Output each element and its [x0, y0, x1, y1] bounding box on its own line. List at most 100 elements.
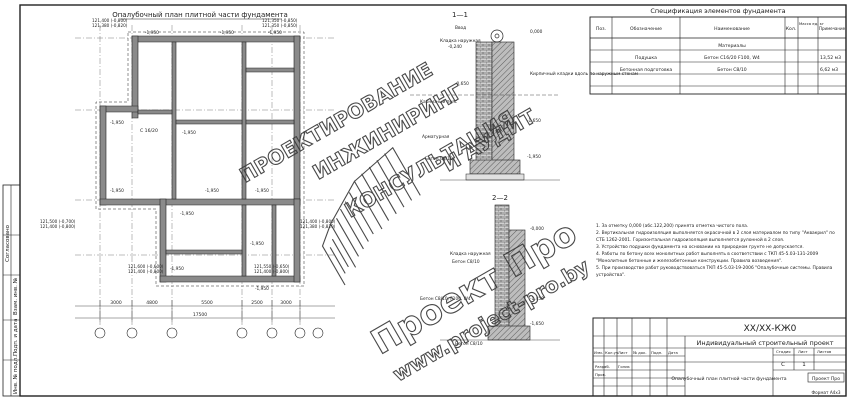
spec-head-qty: Кол. [786, 26, 796, 32]
name-developer: Голик [618, 364, 631, 369]
doc-code: ХХ/ХХ-КЖ0 [744, 324, 797, 334]
svg-text:3000: 3000 [280, 300, 292, 306]
section2-label-masonry: Кладка наружная [450, 251, 491, 257]
svg-text:5500: 5500 [201, 300, 213, 306]
foundation-plan: Опалубочный план плитной части фундамент… [40, 11, 336, 339]
company-logo-text: Проект Про [812, 376, 840, 382]
section-label-cornice: Карнизный пояс [420, 98, 458, 105]
section-label-input: Ввод [455, 25, 466, 31]
svg-text:121,600 (-0,600): 121,600 (-0,600) [128, 264, 164, 269]
svg-text:-1,950: -1,950 [268, 30, 282, 36]
side-label-inv: Инв. № подл. [13, 356, 19, 394]
role-developer: Разраб. [595, 364, 610, 369]
sheet-format: Формат А4х3 [812, 390, 841, 395]
role-checker: Пров. [595, 372, 606, 377]
svg-text:Бетон С8/10: Бетон С8/10 [452, 259, 480, 265]
svg-text:-1,950: -1,950 [527, 154, 541, 160]
svg-text:СТБ 1262-2001. Горизонтальная: СТБ 1262-2001. Горизонтальная гидроизоля… [596, 236, 784, 243]
sheet-value: 1 [802, 362, 806, 368]
spec-row-cushion-code: Подушка [635, 55, 657, 61]
svg-text:Лист: Лист [618, 350, 628, 355]
svg-text:121,380 (-0,820): 121,380 (-0,820) [92, 23, 128, 28]
svg-text:121,400 (-0,800): 121,400 (-0,800) [92, 18, 128, 23]
svg-text:-1,950: -1,950 [205, 188, 219, 194]
plan-dimensions: 3000 4800 5500 2500 3000 17500 [75, 300, 335, 322]
svg-text:Кол.уч: Кол.уч [605, 350, 618, 355]
company-logo [807, 372, 845, 383]
spec-title: Спецификация элементов фундамента [650, 7, 785, 15]
svg-text:Бетон С8/10: Бетон С8/10 [455, 341, 483, 347]
svg-text:-1,950: -1,950 [255, 188, 269, 194]
svg-text:Изм.: Изм. [594, 350, 603, 355]
svg-text:0,000: 0,000 [530, 29, 543, 35]
svg-text:Дата: Дата [668, 350, 678, 355]
svg-text:-1,950: -1,950 [180, 211, 194, 217]
side-label-sign: Подп. и дата [13, 319, 19, 356]
svg-text:-0,240: -0,240 [448, 44, 462, 50]
spec-head-code: Обозначение [630, 26, 662, 32]
general-notes: 1. За отметку 0,000 (абс.122,200) принят… [596, 222, 835, 278]
axis-bubbles [94, 327, 324, 339]
svg-text:3. Устройство подушки фундаме: 3. Устройство подушки фундамента на осно… [596, 243, 804, 250]
stage-value: С [781, 362, 785, 368]
spec-head-note: Примечание [819, 26, 846, 31]
spec-head-name: Наименование [714, 26, 750, 32]
svg-text:121,400 (-0,800): 121,400 (-0,800) [128, 269, 164, 274]
svg-text:-1,650: -1,650 [530, 321, 544, 327]
svg-text:121,550 (-0,650): 121,550 (-0,650) [254, 264, 290, 269]
side-stamp: Согласовано Взам. инв. № Подп. и дата Ин… [2, 184, 21, 397]
plan-walls [99, 35, 301, 283]
svg-text:121,380 (-0,820): 121,380 (-0,820) [300, 224, 336, 229]
svg-text:"Монолитные бетонные и железоб: "Монолитные бетонные и железобетонные ко… [596, 257, 782, 264]
side-label-replace: Взам. инв. № [13, 277, 19, 315]
svg-text:121,400 (-0,800): 121,400 (-0,800) [300, 219, 336, 224]
spec-table: Спецификация элементов фундамента Поз. О… [589, 7, 847, 95]
section2-label-concrete: Бетон С8/10, F100, W4 [420, 296, 471, 302]
sheet-title: Опалубочный план плитной части фундамент… [671, 375, 786, 382]
title-block: ХХ/ХХ-КЖ0 Индивидуальный строительный пр… [592, 317, 847, 397]
svg-text:5. При производстве работ рук: 5. При производстве работ руководствоват… [596, 264, 833, 271]
spec-row-prep-mass: 6,62 м3 [820, 67, 838, 73]
svg-text:121,350 (-0,850): 121,350 (-0,850) [262, 18, 298, 23]
watermark-building-icon [321, 146, 421, 286]
svg-text:4. Работы по бетону всех моно: 4. Работы по бетону всех монолитных рабо… [596, 250, 818, 257]
plan-marks: -1,950 -1,950 -1,950 -1,950 -1,950 -1,95… [110, 30, 282, 292]
project-name: Индивидуальный строительный проект [696, 339, 833, 347]
section-2-title: 2—2 [492, 194, 508, 202]
svg-text:2500: 2500 [251, 300, 263, 306]
svg-text:-1,650: -1,650 [527, 118, 541, 124]
plan-title: Опалубочный план плитной части фундамент… [112, 11, 288, 19]
svg-text:-1,950: -1,950 [182, 130, 196, 136]
svg-text:1. За отметку 0,000 (абс.122,: 1. За отметку 0,000 (абс.122,200) принят… [596, 222, 748, 229]
svg-text:-0,000: -0,000 [530, 226, 544, 232]
section-2-2: 2—2 Кладка наружная Бетон С8/10 Бетон С8… [420, 194, 560, 347]
svg-text:С 16/20: С 16/20 [140, 128, 158, 134]
section-label-concrete: Бетон С8/10 [425, 156, 453, 162]
watermark: ПРОЕКТИРОВАНИЕ ИНЖИНИРИНГ КОНСУЛЬТАЦИЯ И… [235, 57, 594, 387]
svg-text:устройства".: устройства". [596, 271, 626, 278]
section-1-1: 1—1 Ввод Кладка наружная -0,240 0,000 Ки… [410, 11, 638, 181]
section-1-title: 1—1 [452, 11, 468, 19]
svg-text:Подп.: Подп. [651, 350, 663, 355]
svg-text:-1,950: -1,950 [170, 266, 184, 272]
section-label-masonry: Кладка наружная [440, 38, 481, 44]
spec-row-prep-name: Бетон С8/10 [717, 67, 747, 73]
svg-text:2. Вертикальная гидроизоляция: 2. Вертикальная гидроизоляция выполняетс… [596, 229, 835, 236]
svg-text:-1,950: -1,950 [110, 188, 124, 194]
svg-text:-1,950: -1,950 [145, 30, 159, 36]
spec-row-materials: Материалы [718, 43, 746, 49]
svg-text:-1,950: -1,950 [250, 241, 264, 247]
svg-text:121,500 (-0,700): 121,500 (-0,700) [40, 219, 76, 224]
svg-text:-0,650: -0,650 [455, 81, 469, 87]
svg-text:4800: 4800 [146, 300, 158, 306]
svg-text:-1,450: -1,450 [530, 296, 544, 302]
section-note: Кирпичный кладки вдоль по наружным стена… [530, 70, 638, 77]
svg-text:Стадия: Стадия [776, 349, 791, 354]
spec-row-cushion-mass: 13,52 м3 [820, 55, 841, 61]
svg-text:17500: 17500 [193, 312, 207, 318]
svg-text:-1,950: -1,950 [110, 120, 124, 126]
svg-text:Листов: Листов [817, 349, 832, 354]
svg-text:№ док.: № док. [633, 350, 647, 355]
svg-text:Лист: Лист [798, 349, 808, 354]
